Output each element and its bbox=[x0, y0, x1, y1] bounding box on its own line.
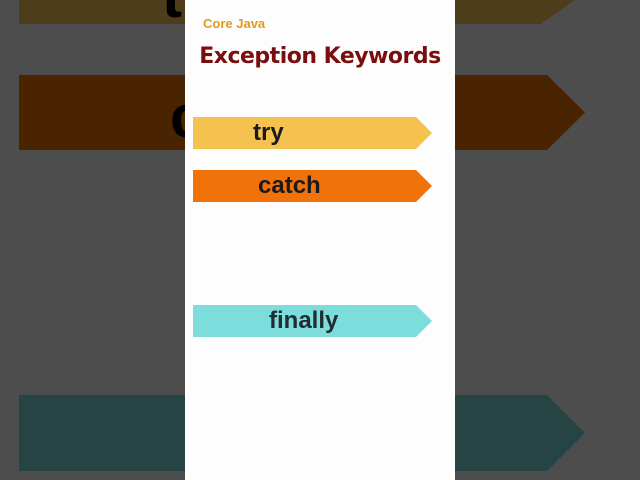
keyword-finally-arrow: finally bbox=[193, 305, 432, 337]
keyword-finally-label: finally bbox=[269, 307, 339, 334]
keyword-catch-arrow: catch bbox=[193, 170, 432, 202]
background-try-text: t bbox=[162, 0, 182, 31]
slide-panel: Core Java Exception Keywords try catch f… bbox=[185, 0, 455, 480]
subtitle: Core Java bbox=[203, 16, 266, 31]
keyword-try-label: try bbox=[253, 119, 284, 146]
keyword-catch-label: catch bbox=[258, 172, 321, 199]
page-title: Exception Keywords bbox=[199, 44, 441, 69]
keyword-try-arrow: try bbox=[193, 117, 432, 149]
